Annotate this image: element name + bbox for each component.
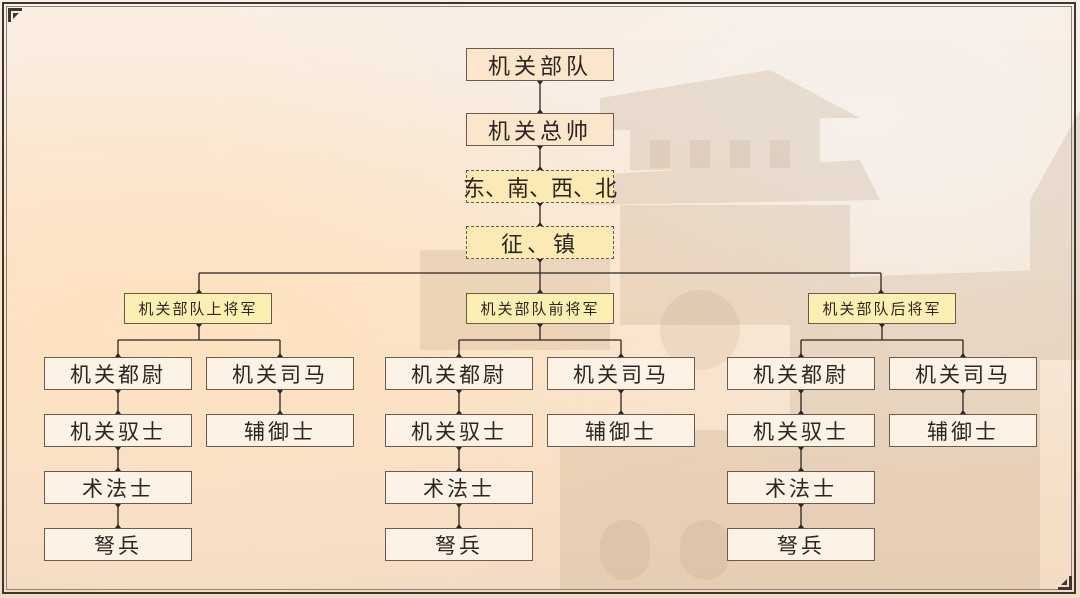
bottom-right-corner-ornament — [1058, 576, 1072, 590]
directions-node: 东、南、西、北 — [463, 170, 617, 203]
general-node: 机关部队后将军 — [808, 293, 956, 324]
unit-node: 机关驭士 — [44, 414, 192, 447]
unit-node: 机关都尉 — [385, 357, 533, 390]
unit-node: 辅御士 — [206, 414, 354, 447]
unit-node: 机关驭士 — [385, 414, 533, 447]
inner-frame — [6, 6, 1072, 590]
unit-node: 辅御士 — [889, 414, 1037, 447]
unit-node: 机关司马 — [547, 357, 695, 390]
unit-node: 术法士 — [727, 471, 875, 504]
unit-node: 术法士 — [44, 471, 192, 504]
unit-node: 机关司马 — [206, 357, 354, 390]
unit-node: 机关司马 — [889, 357, 1037, 390]
unit-node: 弩兵 — [385, 528, 533, 561]
unit-node: 术法士 — [385, 471, 533, 504]
commander-node: 机关总帅 — [466, 113, 614, 146]
general-node: 机关部队上将军 — [124, 293, 272, 324]
top-left-corner-ornament — [8, 8, 22, 22]
unit-node: 弩兵 — [44, 528, 192, 561]
unit-node: 机关都尉 — [44, 357, 192, 390]
unit-node: 辅御士 — [547, 414, 695, 447]
expedition-node: 征、镇 — [466, 226, 614, 259]
unit-node: 机关驭士 — [727, 414, 875, 447]
root-node: 机关部队 — [466, 48, 614, 81]
general-node: 机关部队前将军 — [466, 293, 614, 324]
unit-node: 弩兵 — [727, 528, 875, 561]
unit-node: 机关都尉 — [727, 357, 875, 390]
